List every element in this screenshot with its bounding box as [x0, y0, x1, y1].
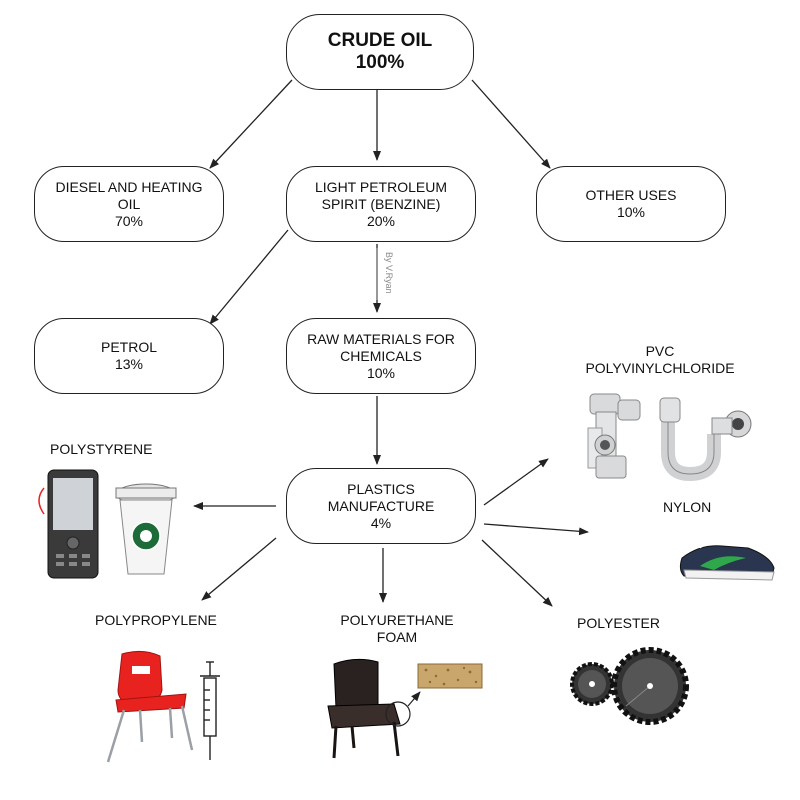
plastics-percent: 4%: [370, 514, 392, 531]
pvc-pipe-icon: [587, 393, 752, 482]
label-pvc-2: POLYVINYLCHLORIDE: [585, 360, 735, 376]
crude-oil-percent: 100%: [355, 52, 405, 73]
foam-sample-icon: [417, 663, 483, 689]
arrow-plastics-to-pvc: [483, 458, 549, 506]
syringe-icon: [200, 661, 220, 760]
raw-label-1: RAW MATERIALS FOR: [307, 330, 455, 347]
label-polypropylene: POLYPROPYLENE: [95, 612, 217, 628]
label-polyurethane-1: POLYURETHANE: [340, 612, 454, 628]
crude-oil-title: CRUDE OIL: [327, 30, 433, 51]
light-label-2: SPIRIT (BENZINE): [321, 195, 441, 212]
petrol-node: PETROL 13%: [34, 318, 224, 394]
raw-label-2: CHEMICALS: [340, 347, 422, 364]
light-petroleum-node: LIGHT PETROLEUM SPIRIT (BENZINE) 20%: [286, 166, 476, 242]
arrow-crude-to-diesel: [209, 79, 293, 169]
label-pvc: PVC POLYVINYLCHLORIDE: [575, 343, 745, 377]
arrow-plastics-to-polyester: [481, 539, 553, 607]
petrol-percent: 13%: [114, 356, 144, 372]
plastics-label-1: PLASTICS: [347, 480, 415, 497]
label-polyester: POLYESTER: [577, 615, 660, 631]
raw-percent: 10%: [366, 364, 396, 381]
plastics-node: PLASTICS MANUFACTURE 4%: [286, 468, 476, 544]
gears-icon: [570, 647, 689, 725]
arrow-plastics-to-nylon: [483, 523, 589, 536]
label-polyurethane-2: FOAM: [376, 629, 418, 645]
arrow-crude-to-other: [471, 79, 551, 169]
label-polyurethane: POLYURETHANE FOAM: [330, 612, 464, 646]
label-pvc-1: PVC: [645, 343, 675, 359]
label-polystyrene: POLYSTYRENE: [50, 441, 153, 457]
petrol-label: PETROL: [100, 339, 157, 355]
arrow-plastics-to-polypropylene: [201, 537, 277, 601]
diesel-node: DIESEL AND HEATING OIL 70%: [34, 166, 224, 242]
trainer-shoe-icon: [679, 542, 775, 581]
diesel-label-1: DIESEL AND HEATING: [55, 178, 203, 195]
other-label: OTHER USES: [585, 187, 677, 203]
plastic-chair-icon: [106, 650, 194, 763]
diesel-label-2: OIL: [117, 195, 141, 212]
leather-chair-icon: [327, 658, 421, 759]
arrow-light-to-petrol: [209, 229, 289, 325]
coffee-cup-icon: [115, 483, 177, 575]
other-percent: 10%: [616, 204, 646, 220]
plastics-label-2: MANUFACTURE: [327, 497, 435, 514]
light-label-1: LIGHT PETROLEUM: [315, 178, 447, 195]
crude-oil-node: CRUDE OIL 100%: [286, 14, 474, 90]
light-percent: 20%: [366, 212, 396, 229]
raw-materials-node: RAW MATERIALS FOR CHEMICALS 10%: [286, 318, 476, 394]
phone-icon: [38, 469, 99, 579]
other-uses-node: OTHER USES 10%: [536, 166, 726, 242]
label-nylon: NYLON: [663, 499, 712, 515]
diesel-percent: 70%: [114, 212, 144, 229]
